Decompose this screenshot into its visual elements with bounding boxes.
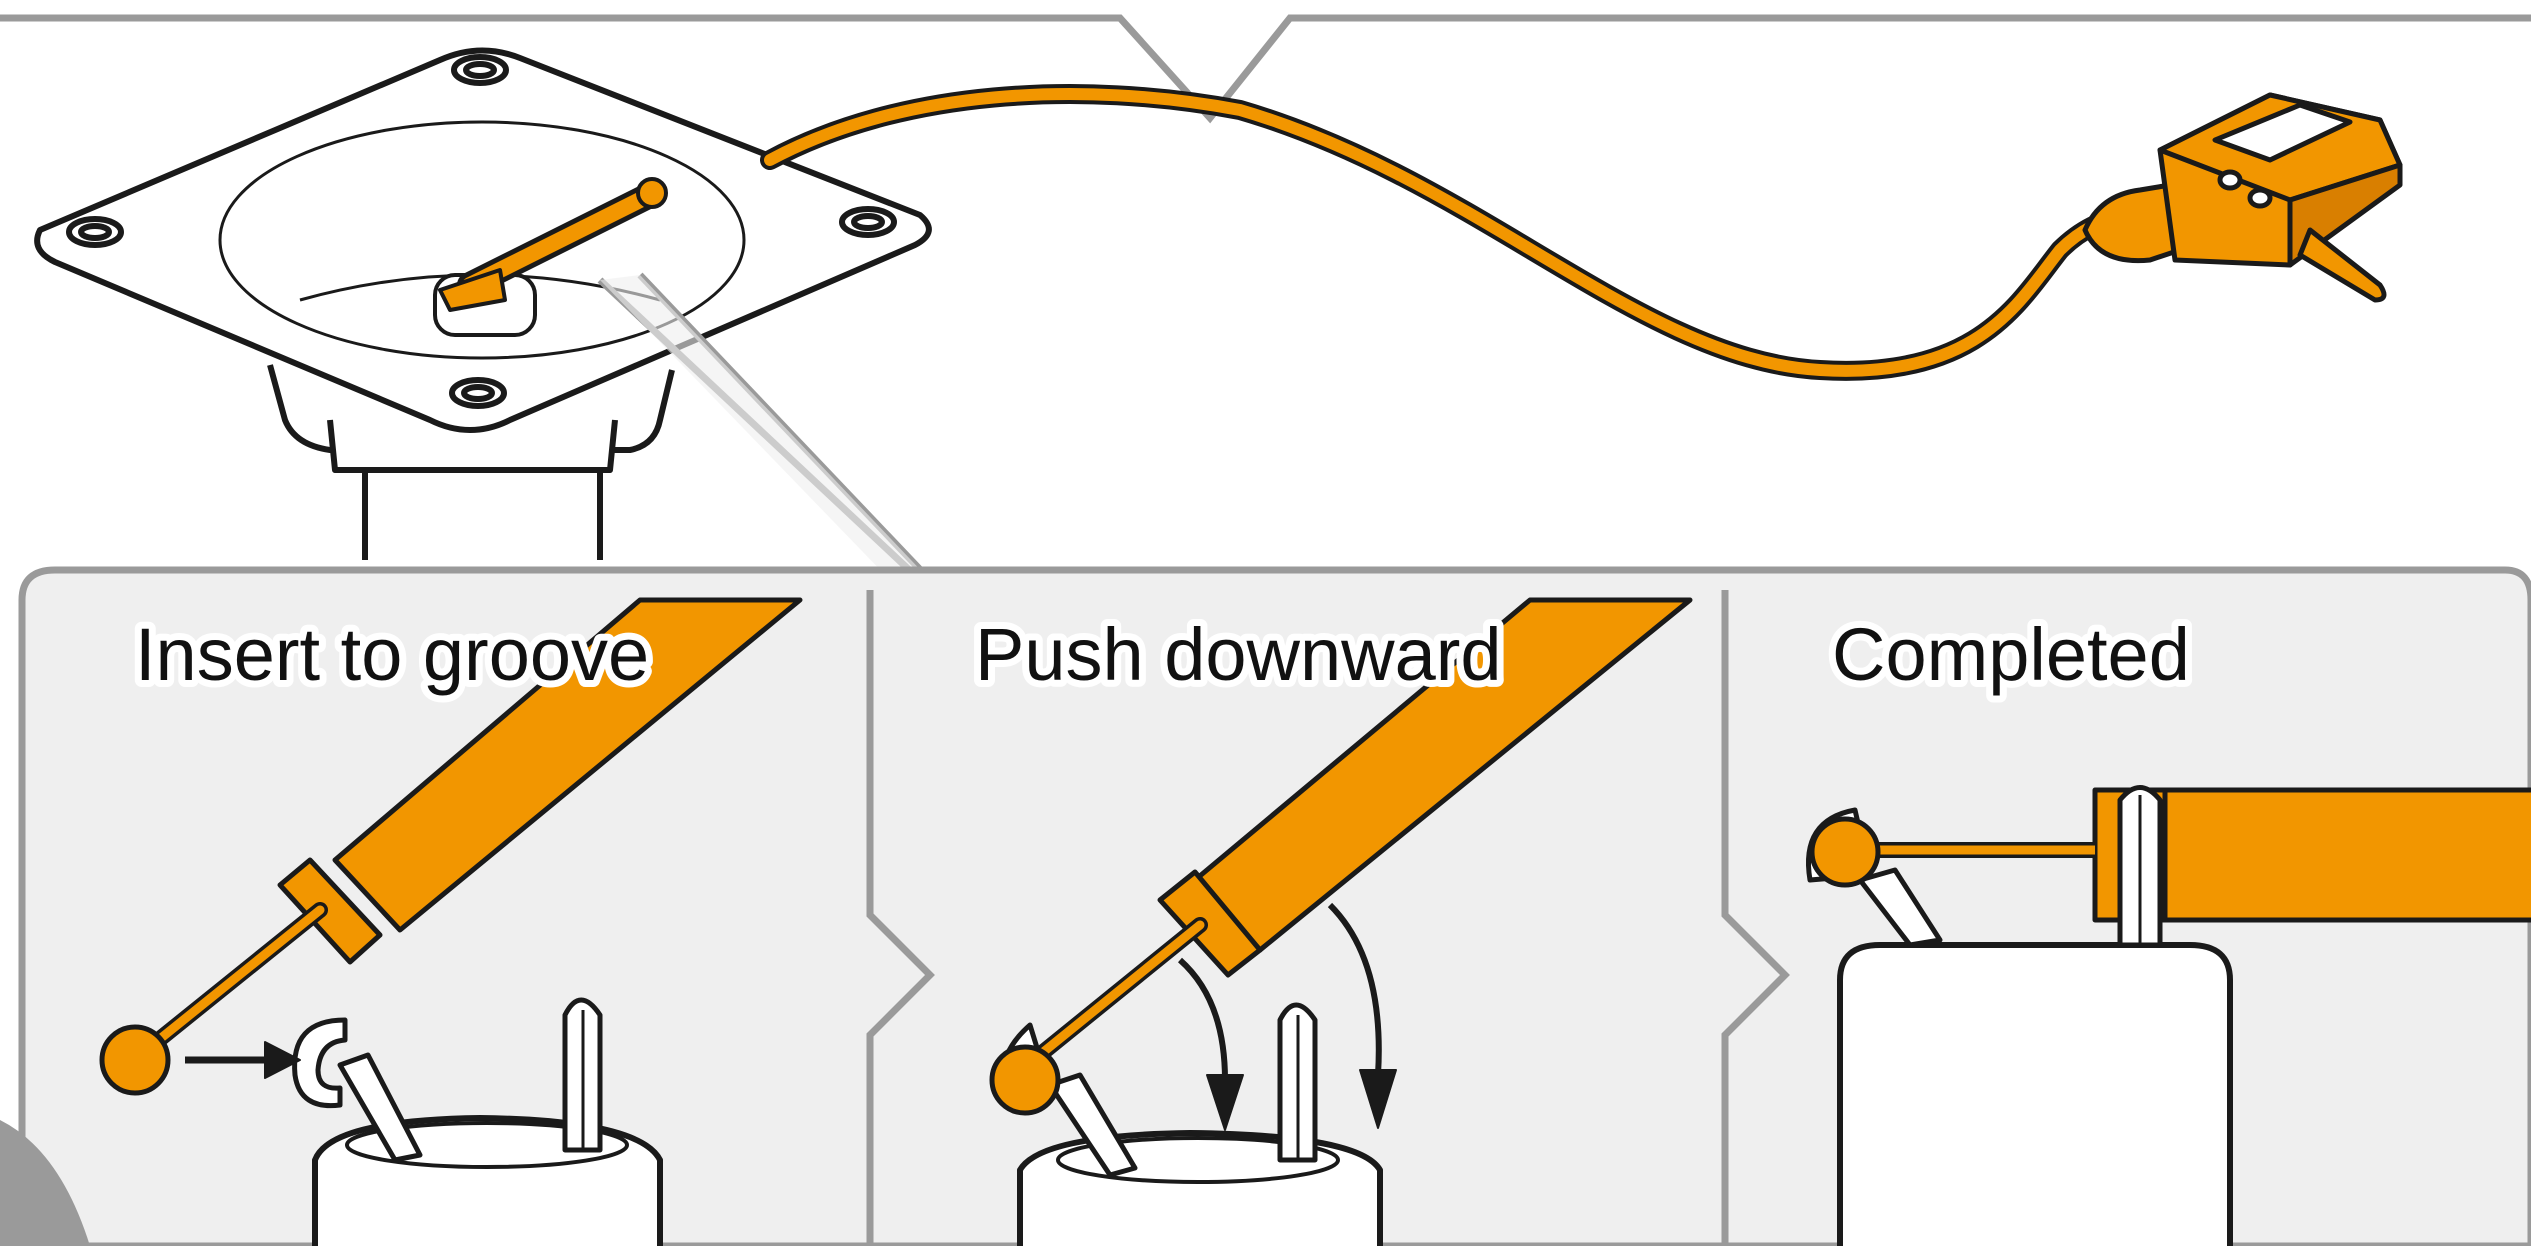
step-3-label: Completed: [1832, 613, 2190, 696]
step-1-label: Insert to groove: [135, 613, 649, 696]
screw-hole-icon: [452, 380, 504, 406]
screw-hole-icon: [842, 209, 894, 235]
headshell-icon: [2085, 95, 2400, 300]
mount-plate-overview: [37, 50, 929, 560]
step-2-label: Push downward: [975, 613, 1502, 696]
screw-hole-icon: [69, 219, 121, 245]
arm-cable: [770, 94, 2130, 371]
screw-hole-icon: [454, 57, 506, 83]
